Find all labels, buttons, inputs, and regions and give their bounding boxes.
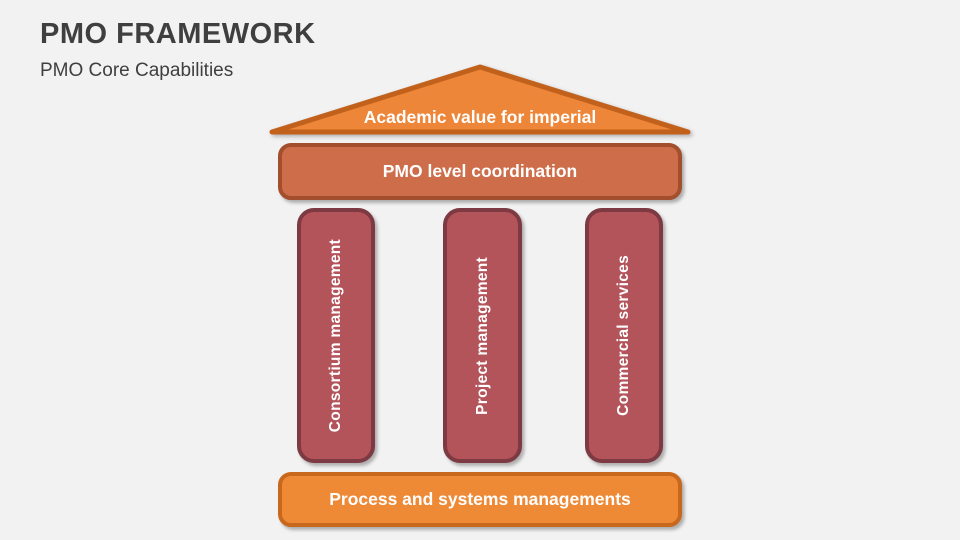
process-systems-bar-label: Process and systems managements [329,489,631,509]
pillar-consortium-management: Consortium management [297,208,375,463]
pillar-project-management-label: Project management [473,256,491,415]
pillar-consortium-management-label: Consortium management [327,238,344,433]
page-subtitle: PMO Core Capabilities [40,60,234,81]
page-title: PMO FRAMEWORK [40,18,316,50]
pillar-commercial-services-label: Commercial services [615,255,632,416]
coordination-bar-label: PMO level coordination [382,161,578,181]
roof-label: Academic value for imperial [363,106,597,127]
pillar-project-management: Project management [443,208,522,463]
coordination-bar: PMO level coordination [278,143,682,200]
pillar-commercial-services: Commercial services [585,208,663,463]
process-systems-bar: Process and systems managements [278,472,682,527]
